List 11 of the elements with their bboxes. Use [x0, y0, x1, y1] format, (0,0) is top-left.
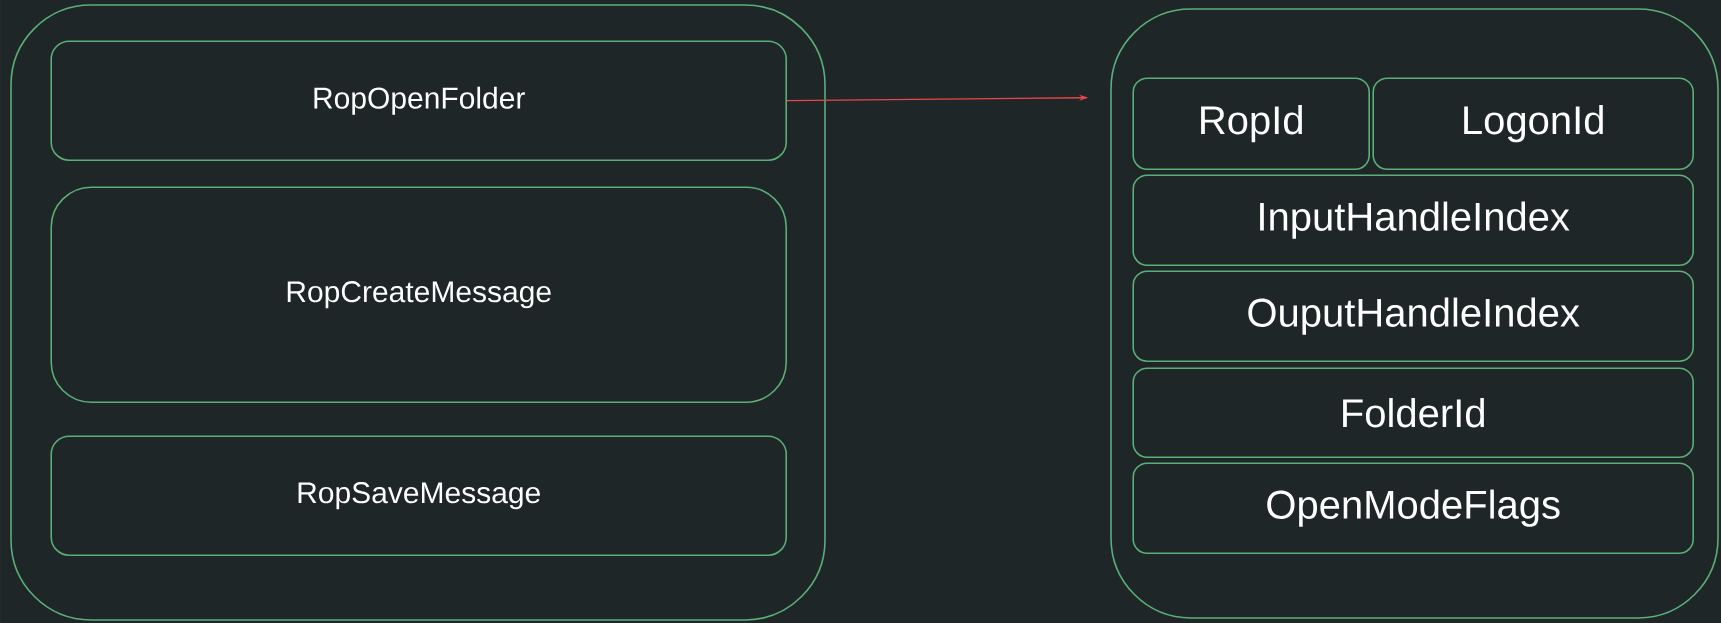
message-box: RopOpenFolder	[50, 40, 787, 161]
message-box: RopCreateMessage	[50, 186, 787, 403]
field-box: InputHandleIndex	[1132, 174, 1694, 266]
field-box: FolderId	[1132, 367, 1694, 458]
field-box: LogonId	[1372, 77, 1694, 170]
field-box: RopId	[1132, 77, 1370, 170]
container-box	[1110, 8, 1719, 619]
container-box	[10, 4, 826, 621]
message-box: RopSaveMessage	[50, 435, 787, 556]
field-box: OpenModeFlags	[1132, 462, 1694, 554]
field-box: OuputHandleIndex	[1132, 270, 1694, 362]
